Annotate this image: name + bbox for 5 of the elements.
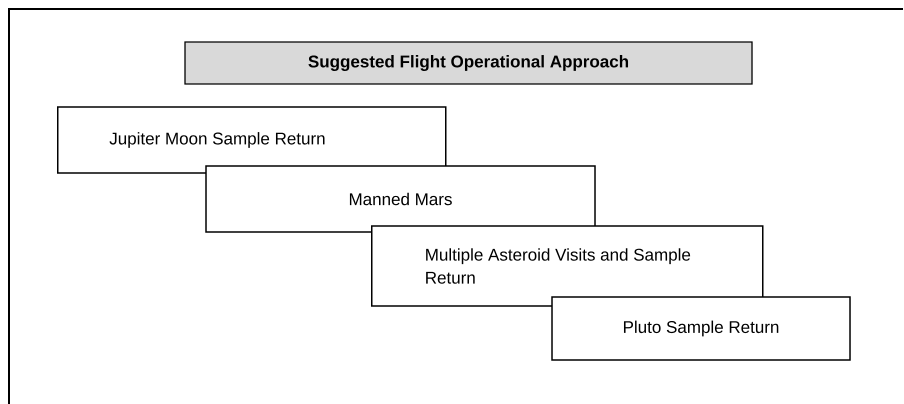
process-box: Jupiter Moon Sample Return <box>57 106 446 174</box>
title-box: Suggested Flight Operational Approach <box>184 41 753 85</box>
process-box: Multiple Asteroid Visits and Sample Return <box>371 225 764 307</box>
process-box: Pluto Sample Return <box>551 296 851 361</box>
process-box: Manned Mars <box>205 165 596 233</box>
